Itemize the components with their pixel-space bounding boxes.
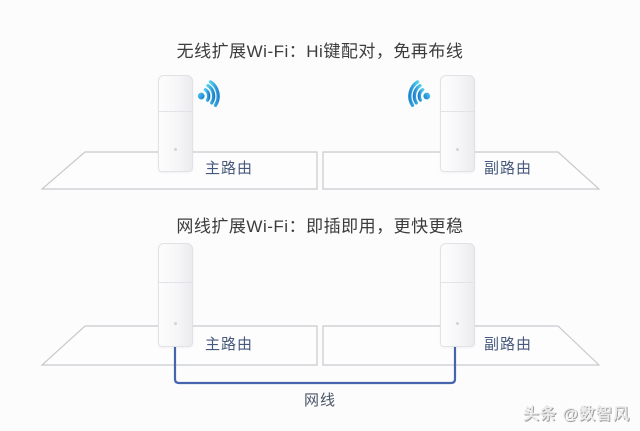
section-title-wireless: 无线扩展Wi-Fi：Hi键配对，免再布线 — [176, 42, 464, 61]
main-router-label-wired: 主路由 — [205, 336, 254, 353]
router-led-dot — [173, 148, 177, 152]
router-seam — [441, 111, 474, 113]
router-seam — [159, 111, 192, 113]
router-led-dot — [455, 321, 459, 325]
secondary-router-label-wired: 副路由 — [484, 336, 533, 353]
watermark-text: 头条 @数智风 — [522, 406, 630, 423]
router-seam — [441, 281, 474, 283]
router-led-dot — [455, 148, 459, 152]
ethernet-cable-label: 网线 — [303, 392, 336, 409]
main-router-device-wireless — [158, 75, 193, 172]
secondary-router-device-wired — [440, 243, 475, 347]
secondary-router-device-wireless — [440, 75, 475, 172]
secondary-router-label-wireless: 副路由 — [484, 160, 533, 177]
wifi-signal-right-icon — [197, 80, 220, 107]
main-router-label-wireless: 主路由 — [205, 160, 254, 177]
wifi-signal-left-icon — [408, 80, 431, 107]
router-seam — [159, 281, 192, 283]
main-router-device-wired — [158, 243, 193, 347]
ethernet-cable-line — [173, 347, 457, 385]
section-title-wired: 网线扩展Wi-Fi：即插即用，更快更稳 — [176, 217, 464, 236]
router-led-dot — [173, 321, 177, 325]
